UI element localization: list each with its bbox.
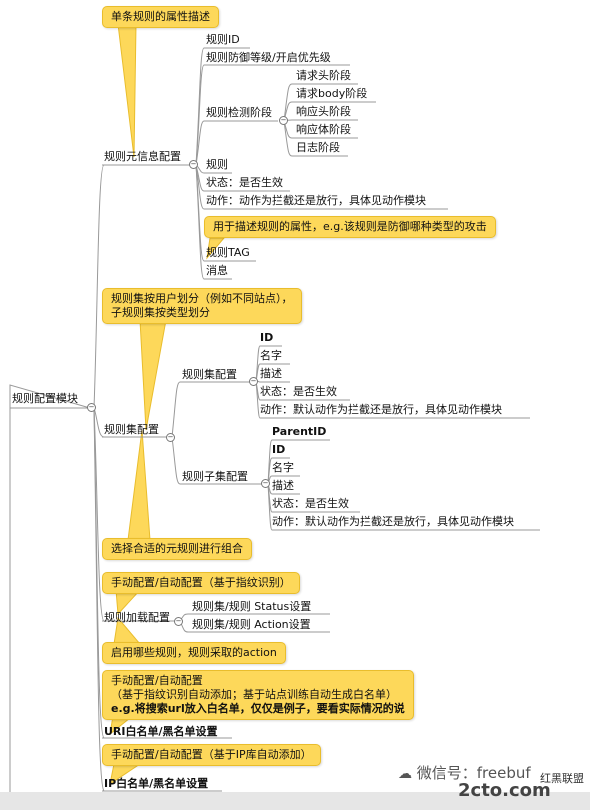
node-rule[interactable]: 规则 <box>206 158 228 171</box>
sub-config-toggle[interactable] <box>261 479 270 488</box>
wechat-icon: ☁ <box>398 766 412 782</box>
rule-set-node[interactable]: 规则集配置 <box>104 423 159 436</box>
stage-item[interactable]: 响应头阶段 <box>296 105 351 118</box>
meta-callout: 单条规则的属性描述 <box>102 6 219 28</box>
node-rule-tag[interactable]: 规则TAG <box>206 246 250 259</box>
set-item[interactable]: 状态：是否生效 <box>260 385 337 398</box>
load-item-action[interactable]: 规则集/规则 Action设置 <box>192 618 311 631</box>
sub-item[interactable]: ID <box>272 443 286 456</box>
rule-set-toggle[interactable] <box>166 433 175 442</box>
ruleset-callout-pointer-down <box>127 429 151 541</box>
stage-item[interactable]: 请求body阶段 <box>296 87 368 100</box>
bottom-gray-bar <box>0 792 590 810</box>
ruleset-callout-line2: 子规则集按类型划分 <box>111 306 210 319</box>
sub-config-node[interactable]: 规则子集配置 <box>182 470 248 483</box>
set-item[interactable]: 动作：默认动作为拦截还是放行，具体见动作模块 <box>260 403 502 416</box>
sub-item[interactable]: 名字 <box>272 461 294 474</box>
set-item[interactable]: 名字 <box>260 349 282 362</box>
site-watermark: 2cto.com <box>458 780 551 801</box>
ruleset-callout: 规则集按用户划分（例如不同站点）， 子规则集按类型划分 <box>102 288 302 324</box>
stage-item[interactable]: 日志阶段 <box>296 141 340 154</box>
tag-callout: 用于描述规则的属性，e.g.该规则是防御哪种类型的攻击 <box>204 216 496 238</box>
wechat-watermark-text: 微信号：freebuf <box>416 764 531 782</box>
load-callout-bottom: 启用哪些规则，规则采取的action <box>102 642 286 664</box>
uri-callout-line3: e.g.将搜索url放入白名单，仅仅是例子，要看实际情况的说 <box>111 702 405 715</box>
node-defense-level[interactable]: 规则防御等级/开启优先级 <box>206 51 331 64</box>
meta-info-node[interactable]: 规则元信息配置 <box>104 150 181 163</box>
node-detect-stage[interactable]: 规则检测阶段 <box>206 106 272 119</box>
wechat-watermark: ☁ 微信号：freebuf <box>398 762 531 783</box>
set-config-node[interactable]: 规则集配置 <box>182 368 237 381</box>
load-item-status[interactable]: 规则集/规则 Status设置 <box>192 600 312 613</box>
load-config-node[interactable]: 规则加载配置 <box>104 611 170 624</box>
sub-item[interactable]: 状态：是否生效 <box>272 497 349 510</box>
uri-callout-line1: 手动配置/自动配置 <box>111 674 203 687</box>
root-collapse-toggle[interactable] <box>87 403 96 412</box>
meta-info-toggle[interactable] <box>189 160 198 169</box>
ip-list-node[interactable]: IP白名单/黑名单设置 <box>104 777 209 790</box>
stage-item[interactable]: 请求头阶段 <box>296 69 351 82</box>
sub-item[interactable]: ParentID <box>272 425 327 438</box>
node-action[interactable]: 动作：动作为拦截还是放行，具体见动作模块 <box>206 194 426 207</box>
node-rule-id[interactable]: 规则ID <box>206 33 240 46</box>
site-watermark-label: 红黑联盟 <box>540 772 584 785</box>
node-status[interactable]: 状态：是否生效 <box>206 176 283 189</box>
ruleset-callout-pointer-up <box>139 319 167 431</box>
sub-item[interactable]: 动作：默认动作为拦截还是放行，具体见动作模块 <box>272 515 514 528</box>
ruleset-bottom-callout: 选择合适的元规则进行组合 <box>102 538 252 560</box>
uri-callout: 手动配置/自动配置 （基于指纹识别自动添加；基于站点训练自动生成白名单） e.g… <box>102 670 414 720</box>
detect-stage-toggle[interactable] <box>279 116 288 125</box>
ip-callout: 手动配置/自动配置（基于IP库自动添加） <box>102 744 321 766</box>
set-item[interactable]: 描述 <box>260 367 282 380</box>
meta-callout-pointer <box>117 23 137 158</box>
tag-callout-pointer <box>206 237 226 260</box>
node-message[interactable]: 消息 <box>206 264 228 277</box>
load-config-toggle[interactable] <box>174 617 183 626</box>
uri-list-node[interactable]: URI白名单/黑名单设置 <box>104 725 218 738</box>
load-callout-top: 手动配置/自动配置（基于指纹识别） <box>102 572 300 594</box>
set-item[interactable]: ID <box>260 331 274 344</box>
set-config-toggle[interactable] <box>249 377 258 386</box>
stage-item[interactable]: 响应体阶段 <box>296 123 351 136</box>
ruleset-callout-line1: 规则集按用户划分（例如不同站点）， <box>111 292 293 305</box>
sub-item[interactable]: 描述 <box>272 479 294 492</box>
root-node[interactable]: 规则配置模块 <box>12 392 78 405</box>
uri-callout-line2: （基于指纹识别自动添加；基于站点训练自动生成白名单） <box>111 688 397 701</box>
